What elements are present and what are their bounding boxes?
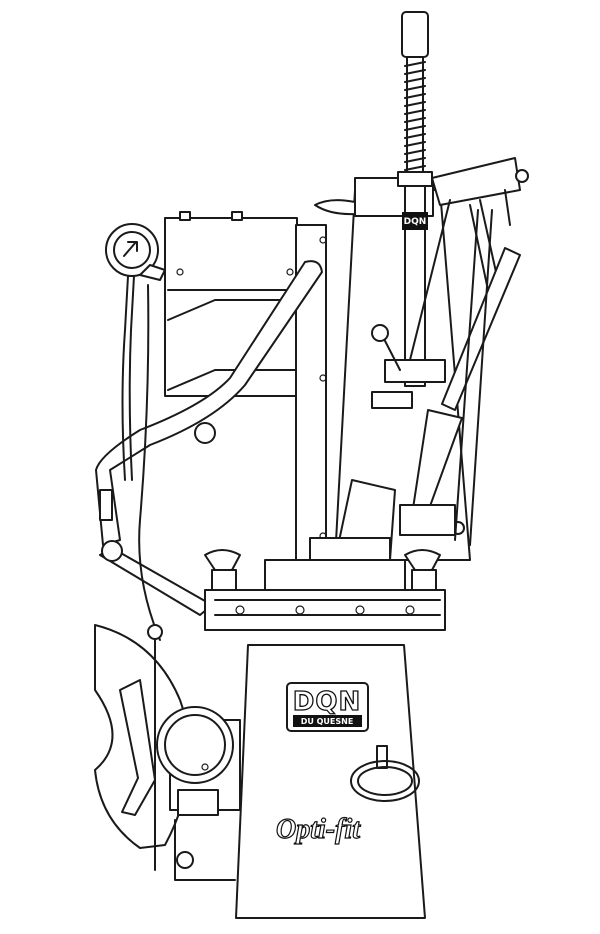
brand-logo-sub: DU QUESNE bbox=[301, 717, 354, 726]
vertical-screw bbox=[397, 11, 433, 387]
pedal-ring-handle[interactable] bbox=[350, 745, 420, 802]
brand-logo-main: DQN bbox=[293, 687, 361, 717]
mount-head-assembly bbox=[371, 199, 451, 409]
tire-lever bbox=[411, 247, 521, 535]
head-label: DQN bbox=[402, 212, 428, 230]
turntable bbox=[204, 479, 456, 631]
pressure-gauge bbox=[105, 223, 166, 641]
motor-drum bbox=[156, 706, 241, 881]
horizontal-arm bbox=[431, 157, 529, 291]
svg-text:DQN: DQN bbox=[404, 217, 427, 227]
bead-breaker-pad bbox=[94, 624, 191, 871]
bead-breaker-lever bbox=[95, 260, 323, 616]
model-name: Opti-fit bbox=[276, 814, 361, 845]
base-cabinet: DQN DU QUESNE Opti-fit bbox=[235, 644, 426, 919]
side-rods bbox=[454, 209, 493, 546]
